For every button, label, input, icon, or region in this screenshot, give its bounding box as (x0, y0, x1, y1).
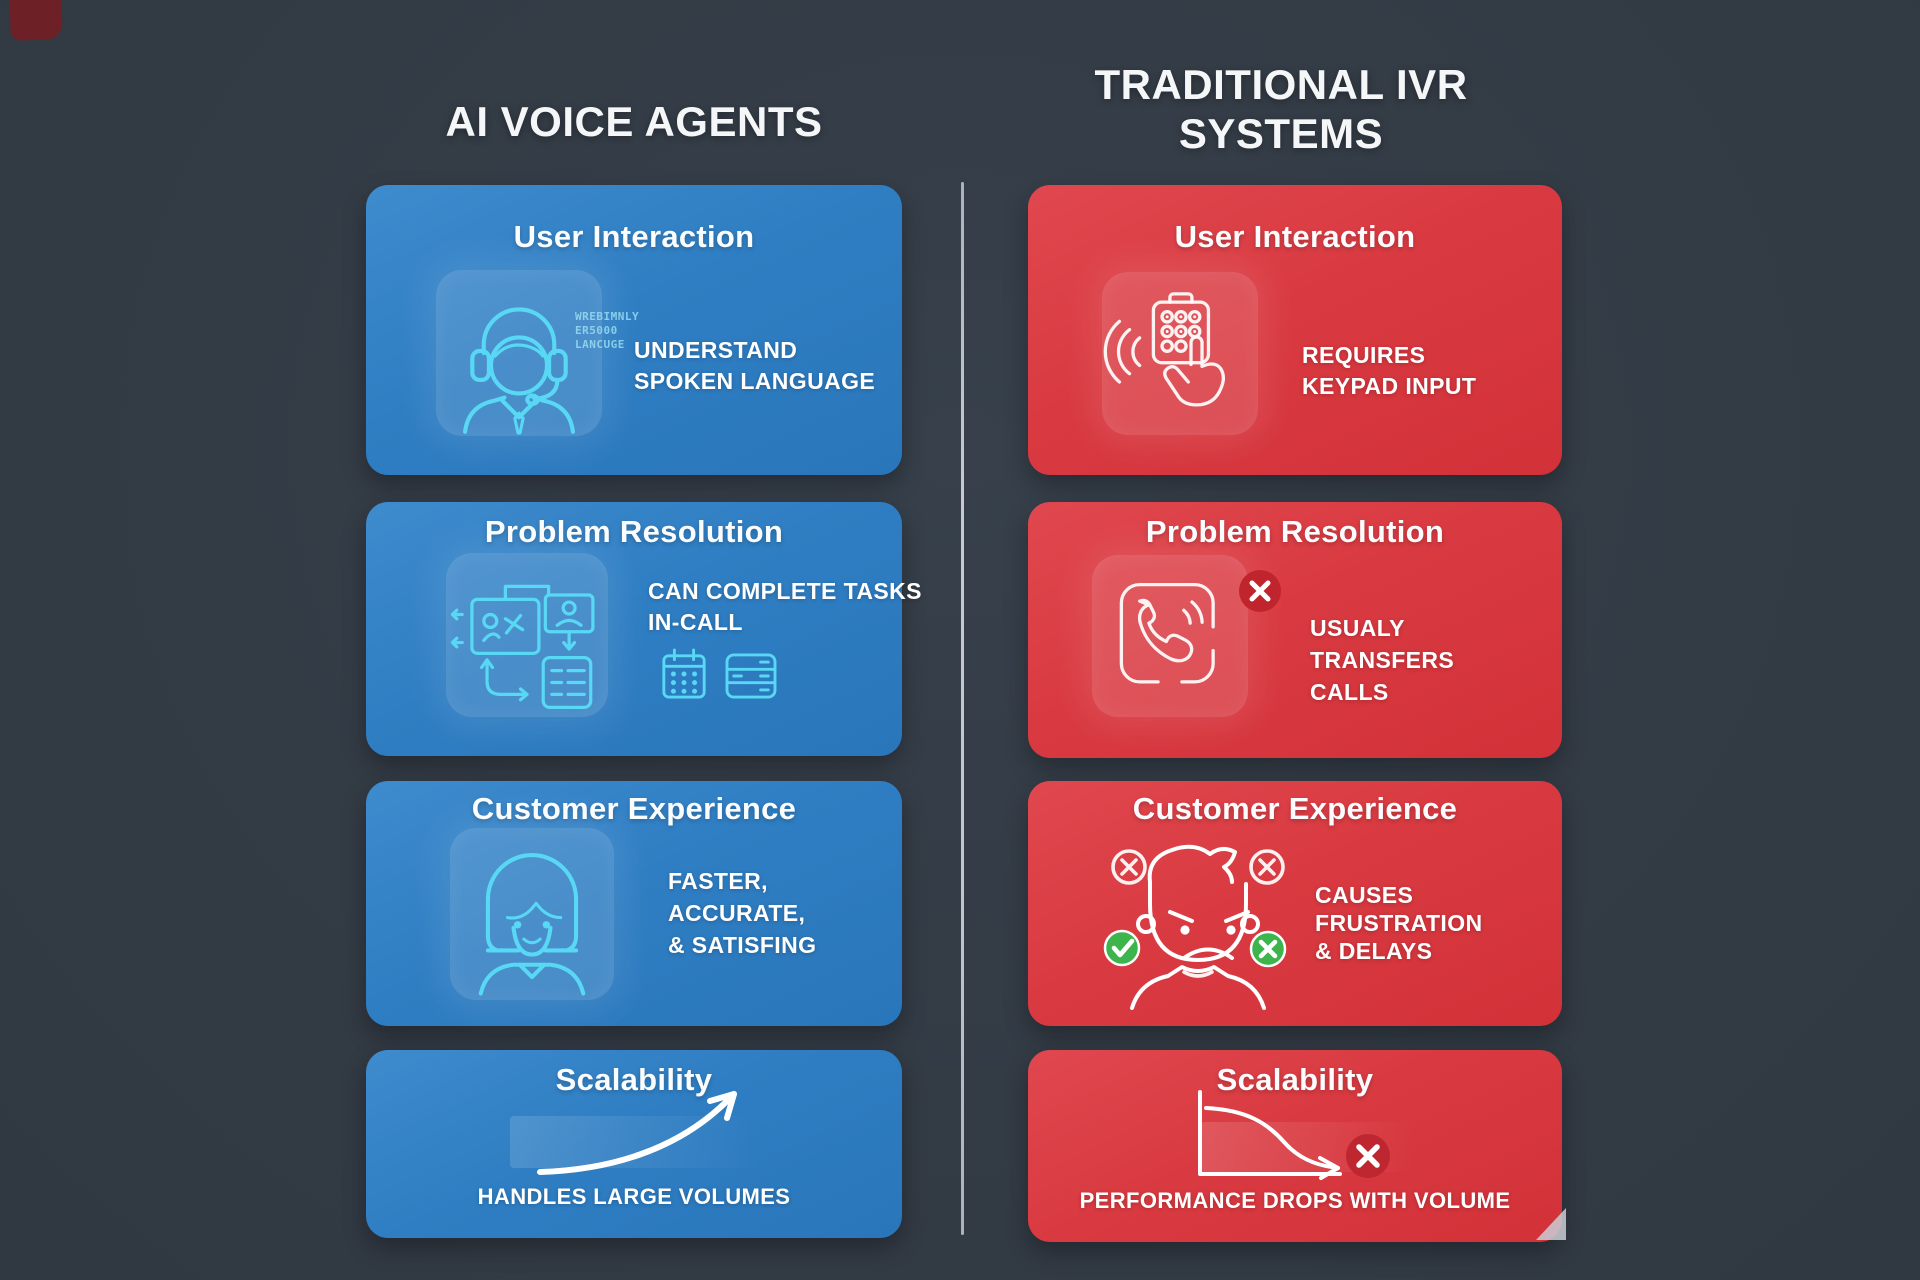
ivr-card-scalability: Scalability PERFORMANCE DROPS WITH VOLUM… (1028, 1050, 1562, 1242)
card-title: Scalability (555, 1062, 713, 1097)
card-title: Customer Experience (1132, 791, 1458, 826)
column-divider (961, 182, 964, 1235)
ivr-card-user-interaction: User Interaction REQUIRES (1028, 185, 1562, 475)
card-body: CAN COMPLETE TASKS IN-CALL (648, 578, 922, 635)
workflow-icon (446, 584, 608, 721)
check-circle-icon (1103, 929, 1141, 967)
card-body: HANDLES LARGE VOLUMES (477, 1184, 791, 1209)
crossed-circle-icon (1111, 849, 1147, 885)
corner-decoration (9, 0, 63, 41)
corner-triangle-artifact (1536, 1208, 1566, 1240)
column-header-ai: AI VOICE AGENTS (445, 98, 823, 145)
ai-card-user-interaction: User Interaction WREBIMNLY (366, 185, 902, 475)
ivr-card-problem-resolution: Problem Resolution USUALY TRANSFERS CALL… (1028, 502, 1562, 758)
card-title: Problem Resolution (484, 514, 784, 549)
ai-card-problem-resolution: Problem Resolution (366, 502, 921, 756)
x-badge-icon (1238, 569, 1282, 618)
x-circle-icon (1249, 930, 1287, 968)
column-header-ivr: TRADITIONAL IVR SYSTEMS (1013, 60, 1549, 158)
ai-card-scalability: Scalability HANDLES LARGE VOLUMES (366, 1050, 902, 1238)
icon-tile (450, 828, 614, 1000)
card-title: Scalability (1216, 1062, 1374, 1097)
card-body: REQUIRES KEYPAD INPUT (1302, 342, 1477, 399)
card-title: User Interaction (513, 219, 755, 254)
speech-glitch-text: WREBIMNLY ER5000 LANCUGE (575, 310, 640, 351)
card-body: PERFORMANCE DROPS WITH VOLUME (1079, 1188, 1511, 1213)
crossed-circle-icon (1249, 849, 1285, 885)
phone-call-icon (1092, 582, 1248, 721)
calendar-icon (660, 646, 708, 707)
headset-agent-icon (436, 307, 602, 440)
keypad-hand-icon (1102, 292, 1258, 439)
card-body: CAUSES FRUSTRATION & DELAYS (1315, 882, 1483, 964)
growth-arrow-icon (526, 1076, 766, 1189)
card-title: User Interaction (1174, 219, 1416, 254)
card-body: FASTER, ACCURATE, & SATISFING (668, 868, 817, 958)
card-title: Problem Resolution (1145, 514, 1445, 549)
icon-tile (1092, 555, 1248, 717)
card-body: USUALY TRANSFERS CALLS (1310, 615, 1455, 705)
icon-tile (1102, 272, 1258, 435)
ivr-card-customer-experience: Customer Experience (1028, 781, 1562, 1026)
column-header-ivr-line2: SYSTEMS (1178, 110, 1384, 157)
ai-card-customer-experience: Customer Experience FASTER, ACC (366, 781, 902, 1026)
sound-waves-icon (1116, 327, 1132, 376)
card-body: UNDERSTAND SPOKEN LANGUAGE (634, 337, 876, 394)
icon-tile (436, 270, 602, 436)
card-title: Customer Experience (471, 791, 797, 826)
column-header-ivr-line1: TRADITIONAL IVR (1094, 61, 1468, 108)
decline-chart-icon (1188, 1088, 1448, 1197)
server-icon (724, 652, 778, 705)
x-badge-icon (1346, 1134, 1390, 1178)
angry-customer-icon (1088, 838, 1348, 1018)
woman-agent-icon (450, 853, 614, 1004)
icon-tile (446, 553, 608, 717)
